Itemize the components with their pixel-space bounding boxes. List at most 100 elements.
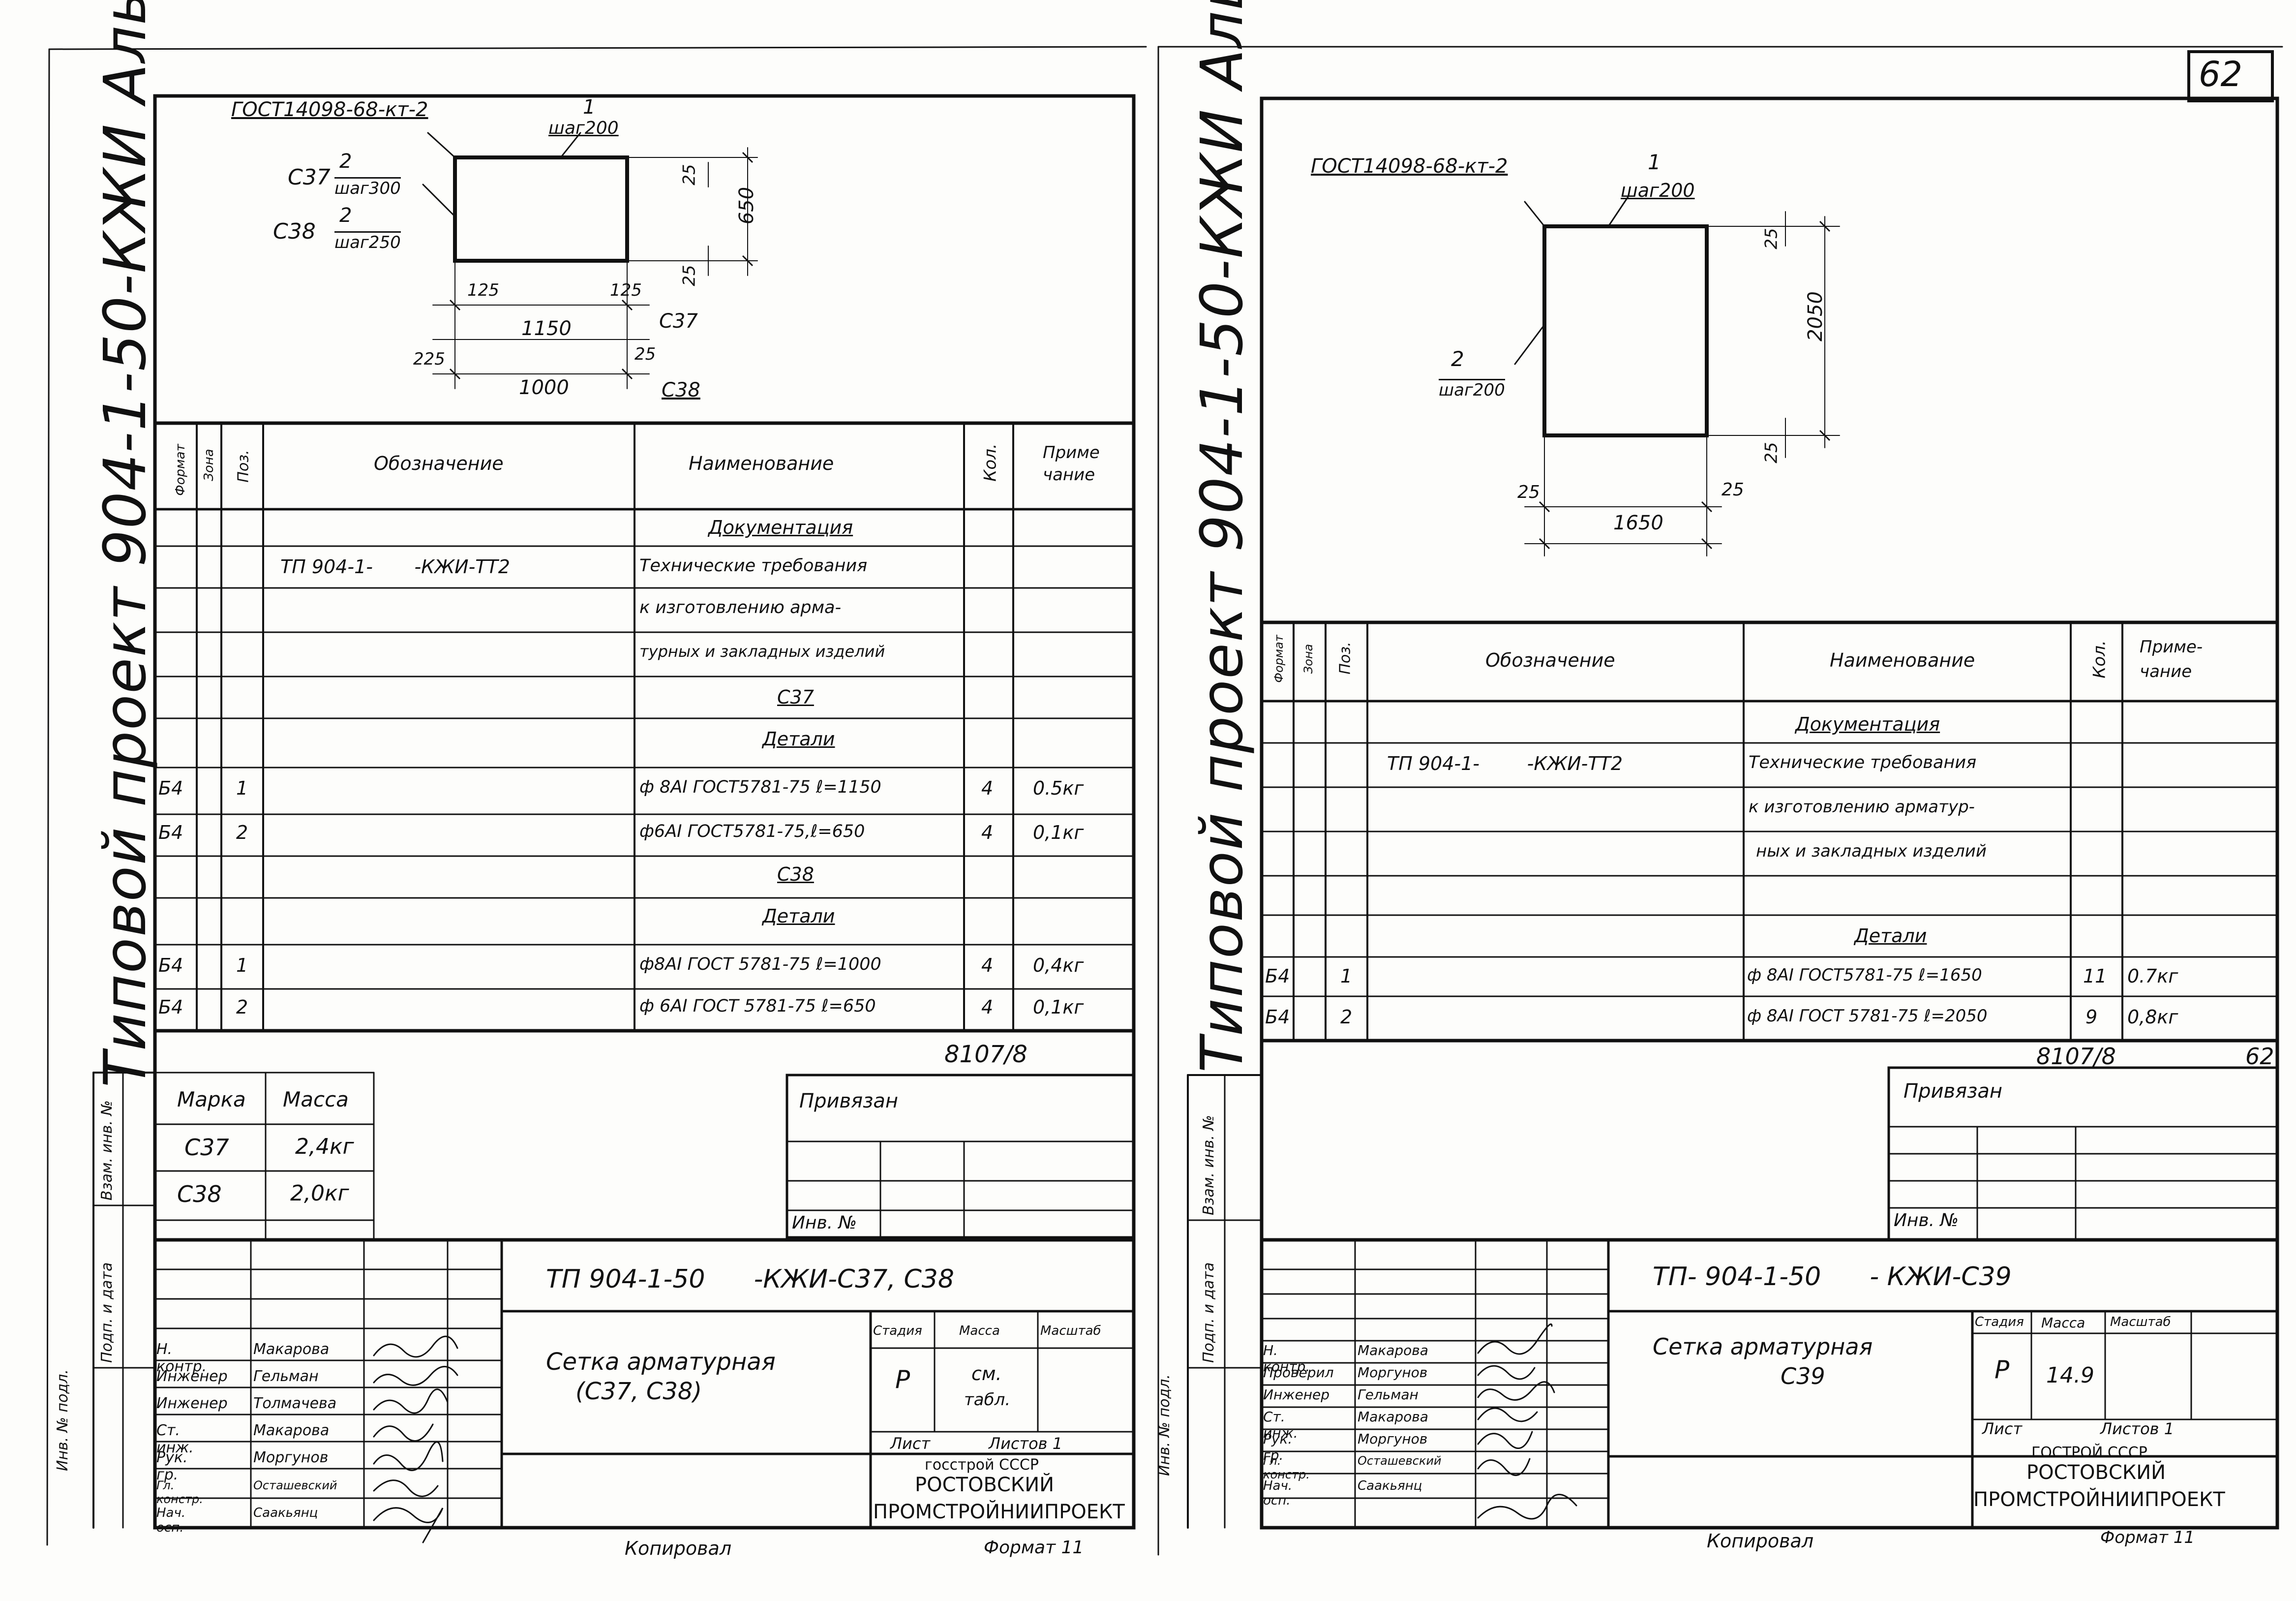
left-sheet-drawing	[46, 46, 1147, 1546]
left-side-label-2: Подп. и дата	[98, 1262, 116, 1363]
left-mass-h: Масса	[959, 1324, 1000, 1338]
left-lists-h: Листов 1	[989, 1434, 1063, 1453]
staff-name: Саакьянц	[1358, 1478, 1422, 1493]
left-dim-1150: 1150	[521, 317, 572, 340]
right-format: Формат 11	[2100, 1528, 2195, 1547]
staff-name: Моргунов	[1358, 1364, 1428, 1381]
right-th-designation: Обозначение	[1485, 649, 1615, 671]
staff-role: Проверил	[1263, 1364, 1334, 1381]
right-dim-25-top: 25	[1761, 228, 1782, 249]
right-sheet-drawing	[1157, 46, 2283, 1556]
left-org-3: ПРОМСТРОЙНИИПРОЕКТ	[873, 1501, 1125, 1523]
left-sheet: Типовой проект 904-1-50-КЖИ Альбом 8 ГОС…	[46, 0, 1147, 1559]
left-c38-label: С38	[273, 219, 316, 244]
page-number: 62	[2199, 54, 2243, 94]
left-dim-c38: С38	[662, 379, 700, 401]
staff-role: Инженер	[156, 1395, 228, 1412]
right-th-zone: Зона	[1301, 644, 1315, 674]
right-dim-2050: 2050	[1804, 291, 1827, 341]
staff-role: Инженер	[156, 1368, 228, 1385]
right-th-format: Формат	[1272, 635, 1286, 683]
left-pos2-step-b: шаг250	[334, 231, 401, 252]
right-side-label-3: Взам. инв. №	[1200, 1115, 1217, 1215]
left-stage: Р	[895, 1365, 910, 1394]
left-dim-c37: С37	[659, 310, 698, 333]
right-org-1: ГОСТРОЙ СССР	[2031, 1444, 2147, 1461]
left-sheet-ref: 8107/8	[944, 1041, 1027, 1068]
left-th-qty: Кол.	[980, 443, 1000, 482]
left-th-note-1: Приме	[1043, 443, 1100, 462]
staff-role: Ст. инж.	[156, 1422, 194, 1456]
right-dim-1650: 1650	[1613, 512, 1663, 534]
staff-role: Нач. осп.	[156, 1506, 186, 1535]
left-org-2: РОСТОВСКИЙ	[915, 1474, 1055, 1496]
right-title-2: С39	[1781, 1363, 1825, 1389]
staff-name: Моргунов	[253, 1449, 329, 1466]
right-copied: Копировал	[1707, 1530, 1814, 1552]
left-dim-25: 25	[634, 344, 656, 364]
right-th-note-1: Приме-	[2140, 637, 2203, 657]
staff-role: Н. контр.	[1263, 1342, 1310, 1375]
right-th-name: Наименование	[1830, 649, 1975, 671]
right-pos1: 1	[1648, 150, 1661, 174]
right-doc-code: ТП- 904-1-50 - КЖИ-С39	[1653, 1262, 2012, 1292]
right-lists-h: Листов 1	[2100, 1419, 2175, 1438]
left-format: Формат 11	[984, 1538, 1084, 1558]
left-mass-1: см.	[971, 1363, 1002, 1385]
staff-name: Макарова	[253, 1341, 330, 1358]
right-pos2: 2	[1451, 347, 1464, 371]
staff-role: Ст. инж.	[1263, 1409, 1298, 1441]
staff-name: Макарова	[253, 1422, 330, 1439]
right-list-h: Лист	[1982, 1419, 2023, 1438]
left-privyazan: Привязан	[799, 1090, 899, 1112]
left-dim-25-bot: 25	[679, 265, 699, 286]
mass-value: 2,4кг	[295, 1134, 354, 1159]
left-pos2-b: 2	[339, 204, 352, 227]
staff-name: Саакьянц	[253, 1506, 318, 1520]
mass-mark: С37	[184, 1134, 229, 1161]
left-dim-25-top: 25	[679, 164, 699, 185]
left-pos1-step: шаг200	[548, 118, 619, 138]
staff-name: Осташевский	[1358, 1454, 1442, 1468]
right-dim-25-r: 25	[1722, 480, 1744, 500]
right-stage: Р	[1994, 1355, 2010, 1384]
left-dim-225: 225	[413, 349, 445, 369]
left-dim-125-r: 125	[610, 280, 642, 300]
right-vertical-title: Типовой проект 904-1-50-КЖИ Альбом 8	[1188, 0, 1256, 1073]
staff-name: Осташевский	[253, 1478, 337, 1492]
right-mass-h: Масса	[2041, 1315, 2085, 1331]
staff-name: Макарова	[1358, 1342, 1428, 1358]
right-org-2: РОСТОВСКИЙ	[2026, 1461, 2166, 1484]
left-th-designation: Обозначение	[374, 453, 504, 474]
left-dim-1000: 1000	[519, 376, 569, 399]
mass-col1: Марка	[177, 1087, 246, 1111]
right-th-note-2: чание	[2140, 662, 2192, 681]
right-sheet-ref: 8107/8	[2036, 1043, 2116, 1070]
mass-col2: Масса	[283, 1087, 349, 1111]
left-th-note-2: чание	[1043, 465, 1095, 485]
right-dim-25-bot: 25	[1761, 442, 1782, 463]
left-org-1: госстрой СССР	[925, 1456, 1039, 1474]
right-privyazan: Привязан	[1903, 1080, 2003, 1103]
staff-role: Нач. осп.	[1263, 1478, 1293, 1508]
right-scale-h: Масштаб	[2110, 1315, 2171, 1329]
staff-name: Толмачева	[253, 1395, 337, 1412]
left-side-label-3: Взам. инв. №	[98, 1100, 116, 1201]
left-scale-h: Масштаб	[1040, 1324, 1101, 1338]
staff-role: Рук. гр.	[1263, 1431, 1293, 1463]
right-sheet-ref-num: 62	[2245, 1043, 2274, 1070]
left-pos1: 1	[583, 96, 596, 119]
staff-name: Моргунов	[1358, 1431, 1428, 1447]
staff-name: Гельман	[253, 1368, 319, 1385]
right-th-qty: Кол.	[2089, 640, 2110, 678]
right-mass: 14.9	[2046, 1363, 2094, 1388]
right-sheet: 62 Типовой проект 904-1-50-КЖИ Альбом 8 …	[1151, 0, 2296, 1601]
left-th-zone: Зона	[202, 449, 216, 481]
right-side-label-1: Инв. № подл.	[1156, 1374, 1173, 1476]
staff-role: Рук. гр.	[156, 1449, 188, 1483]
staff-role: Инженер	[1263, 1386, 1330, 1403]
left-vertical-title: Типовой проект 904-1-50-КЖИ Альбом 8	[91, 0, 159, 1087]
left-th-name: Наименование	[689, 453, 834, 474]
left-copied: Копировал	[625, 1538, 732, 1559]
left-th-pos: Поз.	[235, 450, 252, 483]
